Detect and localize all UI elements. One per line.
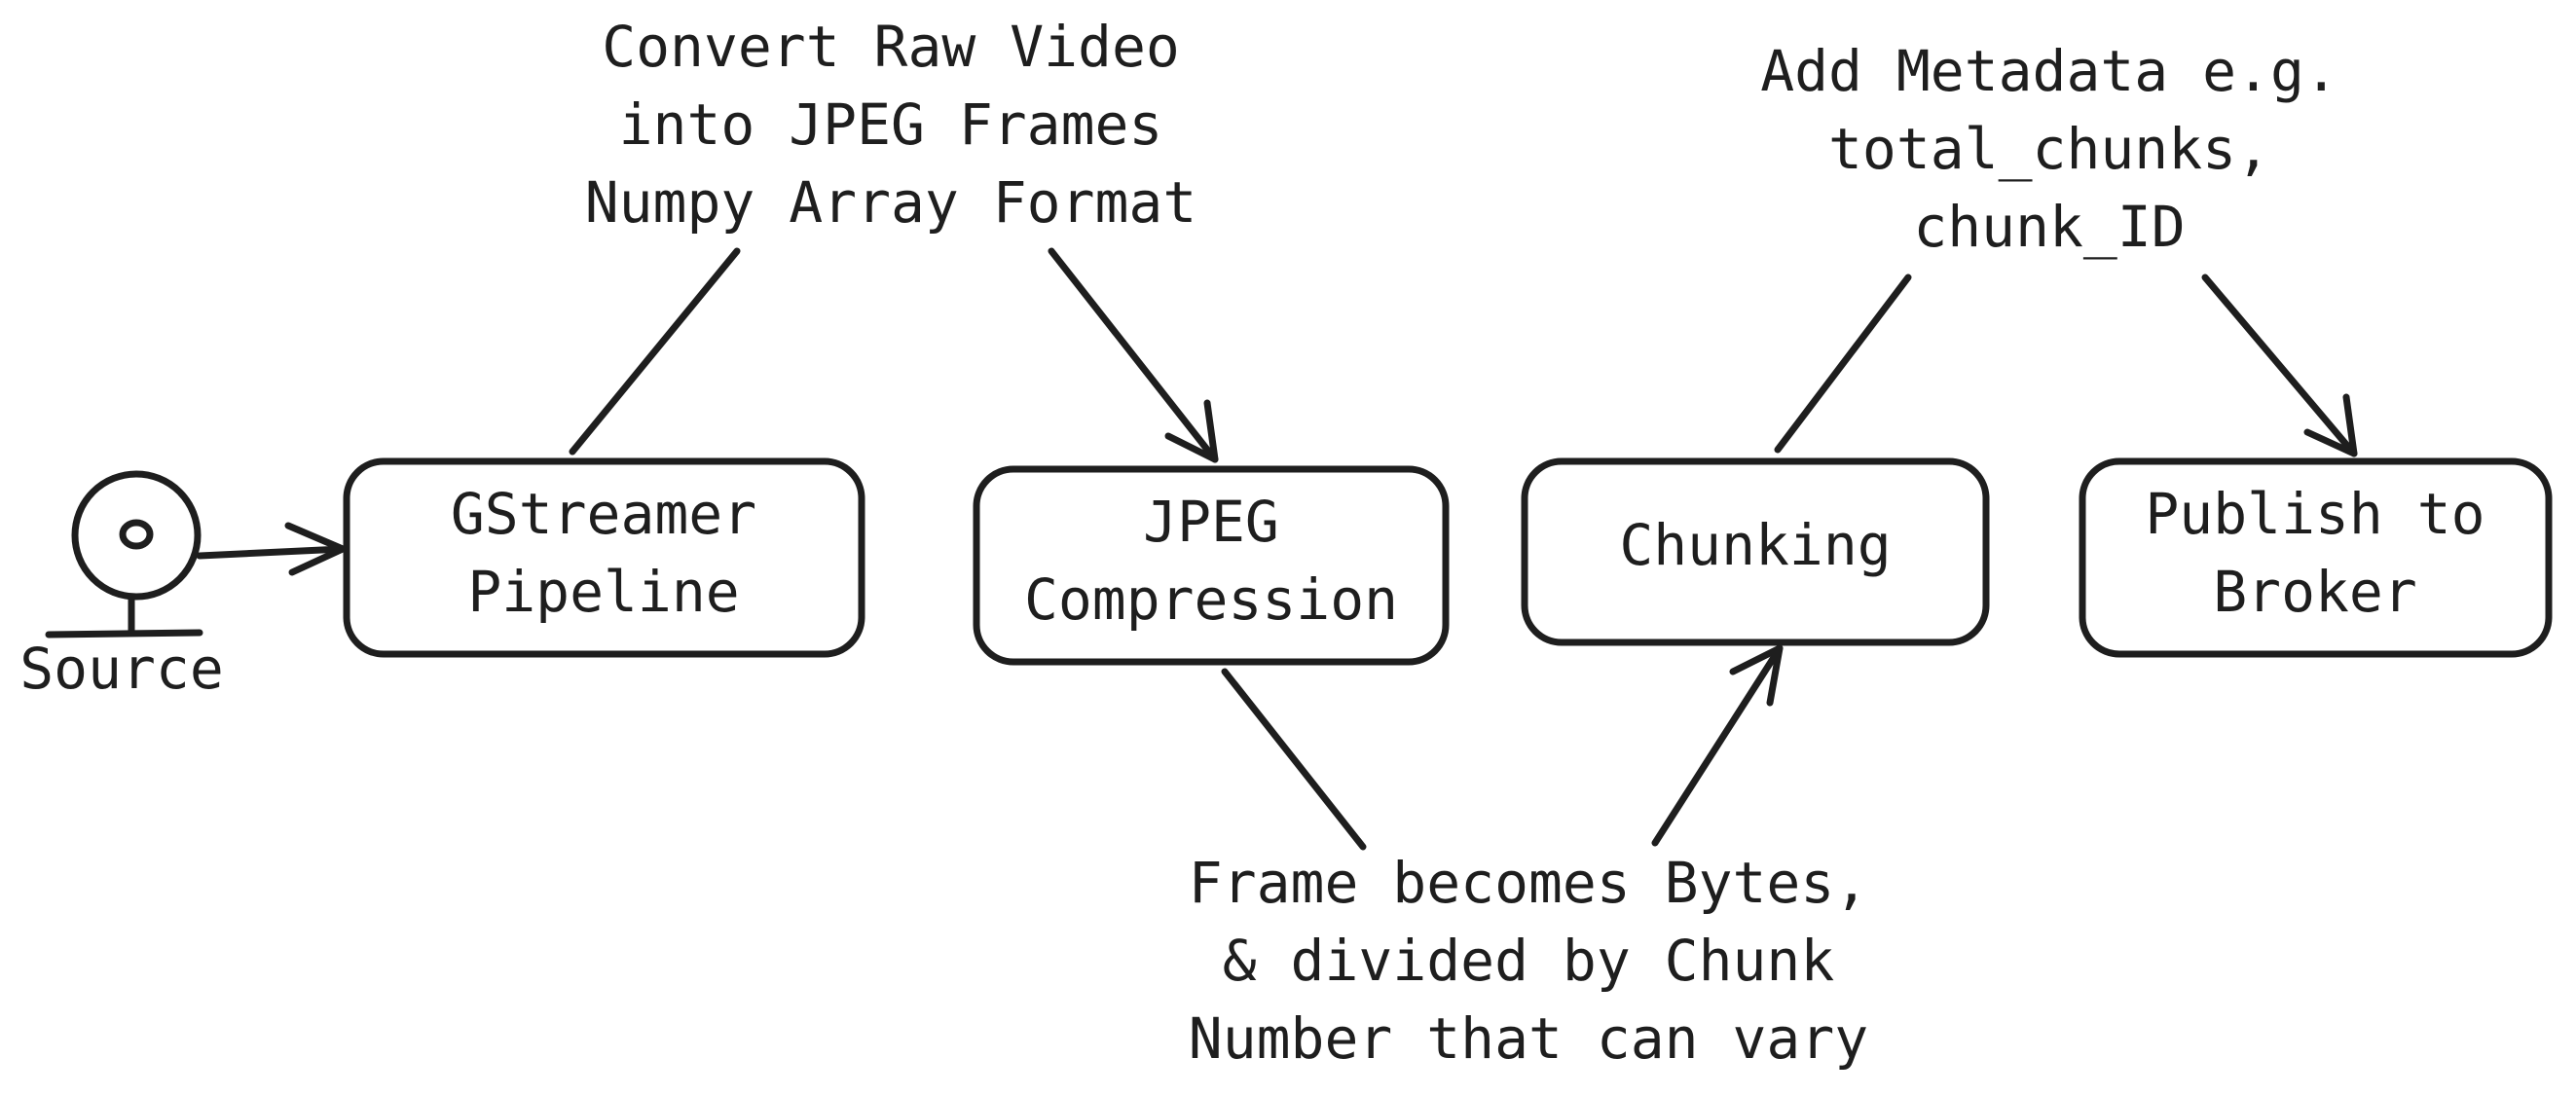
annotation-bytes-line-3: Number that can vary <box>1189 1005 1868 1072</box>
annotation-bytes-line-2: & divided by Chunk <box>1223 928 1835 994</box>
arrow-convert-to-jpeg <box>1048 247 1219 463</box>
step-publish-line-2: Broker <box>2213 559 2417 625</box>
annotation-bytes-line-1: Frame becomes Bytes, <box>1189 850 1868 916</box>
step-publish-line-1: Publish to <box>2145 481 2484 547</box>
step-gstreamer-line-1: GStreamer <box>451 481 756 547</box>
webcam-icon <box>45 470 203 639</box>
step-chunking-line-1: Chunking <box>1619 512 1891 578</box>
step-jpeg-line-1: JPEG <box>1143 489 1279 555</box>
source-label: Source <box>19 636 224 702</box>
connector-chunking-to-metadata <box>1774 274 1912 454</box>
annotation-convert-line-1: Convert Raw Video <box>602 14 1180 80</box>
annotation-convert-line-2: into JPEG Frames <box>619 91 1163 158</box>
arrow-bytes-to-chunking <box>1651 644 1784 847</box>
step-gstreamer-box: GStreamer Pipeline <box>343 457 865 658</box>
connector-gstreamer-to-convert <box>569 247 741 456</box>
annotation-convert: Convert Raw Video into JPEG Frames Numpy… <box>585 14 1197 236</box>
step-publish-box: Publish to Broker <box>2079 457 2553 658</box>
annotation-metadata-line-1: Add Metadata e.g. <box>1760 38 2338 104</box>
annotation-metadata-line-3: chunk_ID <box>1913 194 2185 260</box>
annotation-metadata-line-2: total_chunks, <box>1828 116 2270 182</box>
annotation-bytes: Frame becomes Bytes, & divided by Chunk … <box>1189 850 1868 1072</box>
connector-jpeg-to-bytes <box>1221 668 1367 851</box>
annotation-metadata: Add Metadata e.g. total_chunks, chunk_ID <box>1760 38 2338 260</box>
step-jpeg-line-2: Compression <box>1024 566 1398 633</box>
step-chunking-box: Chunking <box>1521 457 1990 646</box>
annotation-convert-line-3: Numpy Array Format <box>585 169 1197 236</box>
step-gstreamer-line-2: Pipeline <box>467 559 739 625</box>
step-jpeg-box: JPEG Compression <box>973 465 1450 666</box>
arrow-metadata-to-publish <box>2201 274 2358 457</box>
arrow-source-to-gstreamer <box>196 522 347 576</box>
